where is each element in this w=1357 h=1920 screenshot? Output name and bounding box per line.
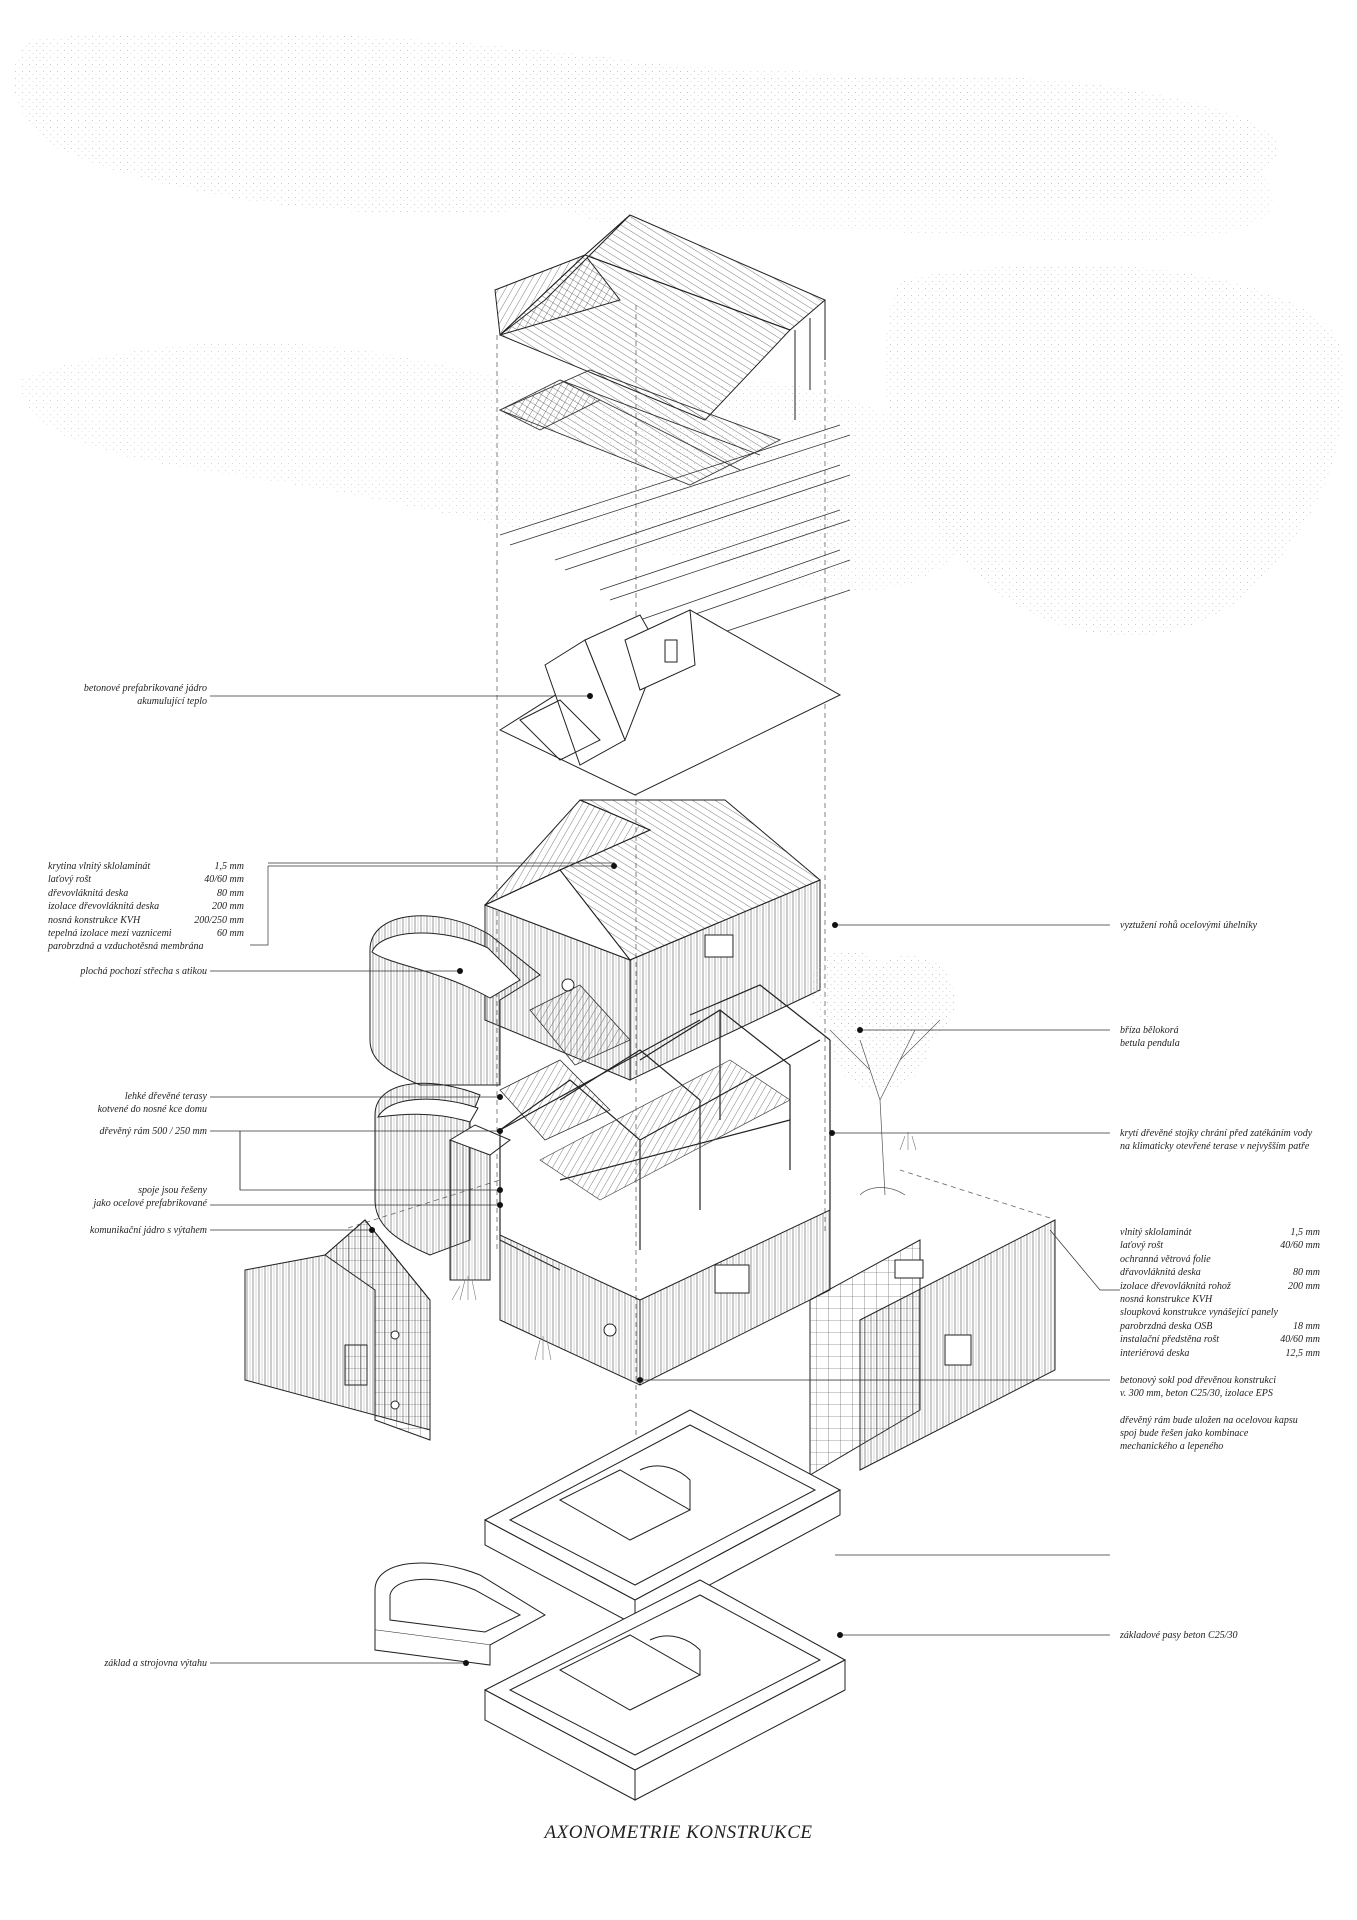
roof-rafters: [498, 369, 782, 486]
page-title: AXONOMETRIE KONSTRUKCE: [544, 1822, 813, 1843]
wall-spec-row: nosná konstrukce KVH: [1120, 1294, 1213, 1306]
label-steel-pocket: dřevěný rám bude uložen na ocelovou kaps…: [1120, 1415, 1298, 1452]
concrete-core-slab: [498, 609, 842, 796]
label-timber-frame: dřevěný rám 500 / 250 mm: [99, 1126, 207, 1137]
stipple-background: [13, 31, 1345, 637]
label-flat-roof: plochá pochozí střecha s atikou: [80, 966, 207, 977]
leader-dots: [369, 693, 863, 1666]
wall-spec-row: ochranná větrová folie: [1120, 1253, 1211, 1265]
label-foundation-strips: základové pasy beton C25/30: [1120, 1630, 1238, 1641]
frame-joists: [539, 1059, 791, 1201]
curved-volumes: [369, 915, 541, 1281]
wall-panel-left: [244, 1219, 431, 1441]
label-lift-core: komunikační jádro s výtahem: [89, 1225, 207, 1236]
label-corner-angles: vyztužení rohů ocelovými úhelníky: [1120, 920, 1258, 931]
lift-base: [374, 1562, 546, 1666]
wall-spec-row: sloupková konstrukce vynášející panely: [1120, 1307, 1278, 1319]
label-covered-posts: krytí dřevěné stojky chrání před zatékán…: [1120, 1128, 1313, 1152]
main-house-upper: [483, 799, 821, 1081]
roof-spec-row: parobrzdná a vzduchotěsná membrána: [48, 941, 204, 953]
birch-tree: [810, 950, 955, 1196]
main-house-lower: [499, 1209, 831, 1386]
label-lift-base: základ a strojovna výtahu: [104, 1658, 207, 1669]
foundation-lower: [483, 1579, 847, 1801]
foundation-upper: [483, 1409, 842, 1626]
roof-layer: [494, 214, 826, 421]
wall-panel-right: [809, 1219, 1056, 1476]
grass-tufts: [451, 1132, 917, 1361]
